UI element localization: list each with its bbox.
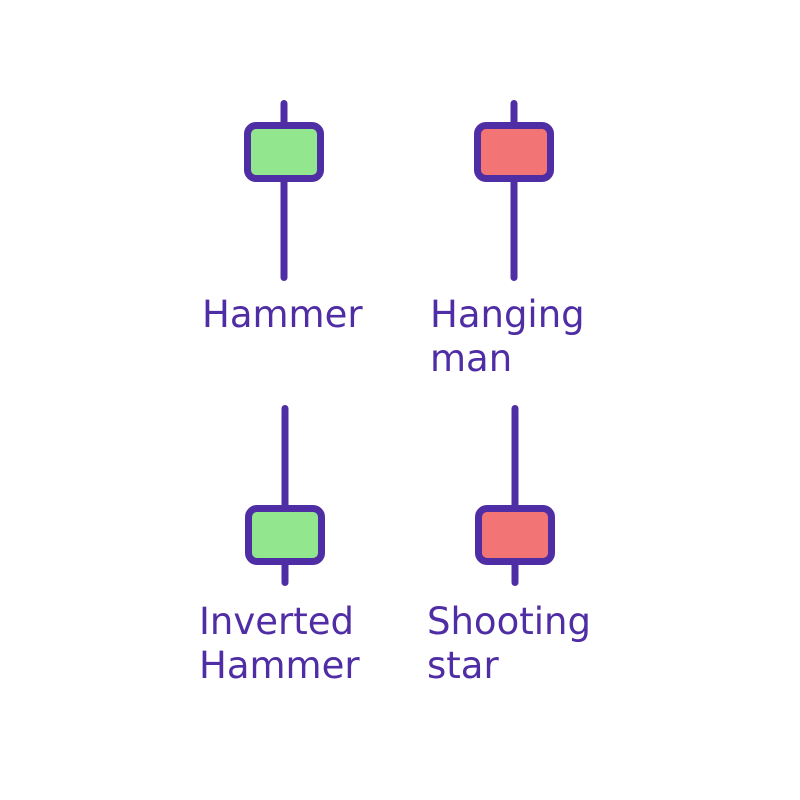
hammer-label: Hammer <box>202 293 363 336</box>
candle-wick <box>281 405 289 586</box>
hanging-man-label: Hanging man <box>430 293 585 380</box>
hammer-candle-icon <box>244 100 324 281</box>
candle-wick <box>510 100 518 281</box>
candle-body <box>245 505 325 565</box>
candle-body <box>475 505 555 565</box>
candle-wick <box>280 100 288 281</box>
hanging-man-candle-icon <box>474 100 554 281</box>
candle-wick <box>511 405 519 586</box>
shooting-star-candle-icon <box>475 405 555 586</box>
inverted-hammer-label: Inverted Hammer <box>199 600 360 687</box>
candle-body <box>474 122 554 182</box>
candle-body <box>244 122 324 182</box>
inverted-hammer-candle-icon <box>245 405 325 586</box>
shooting-star-label: Shooting star <box>427 600 591 687</box>
